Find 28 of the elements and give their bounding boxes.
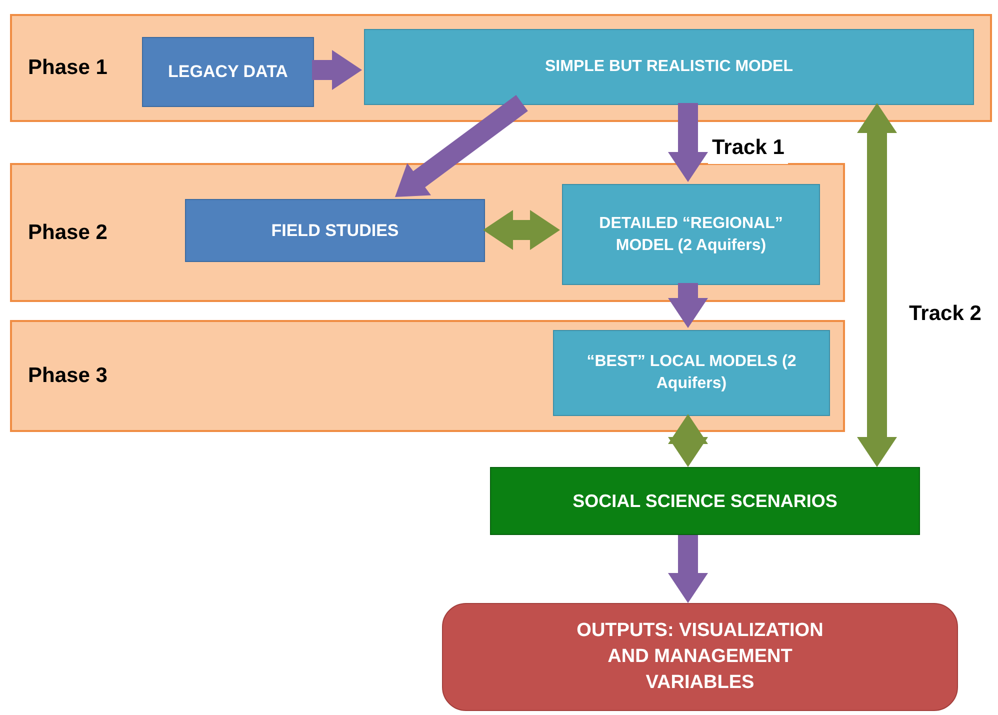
box-label: SOCIAL SCIENCE SCENARIOS: [572, 490, 838, 512]
arrow: [312, 50, 362, 90]
phase-band: [10, 163, 845, 302]
box-label: SIMPLE BUT REALISTIC MODEL: [545, 57, 793, 77]
model-box: [562, 184, 820, 285]
phase-label: Phase 3: [28, 363, 108, 390]
box-label: FIELD STUDIES: [271, 220, 399, 242]
output-box: [442, 603, 958, 711]
arrow: [668, 535, 708, 603]
arrow: [668, 103, 708, 182]
model-box: [364, 29, 974, 105]
box-label: LEGACY DATA: [168, 61, 288, 84]
phase-label: Phase 2: [28, 220, 108, 246]
process-box: [185, 199, 485, 262]
box-label: DETAILED “REGIONAL” MODEL (2 Aquifers): [598, 214, 784, 256]
arrow: [483, 210, 560, 250]
arrow: [668, 283, 708, 328]
arrow: [395, 95, 528, 197]
model-box: [553, 330, 830, 416]
phase-band: [10, 320, 845, 432]
arrow: [668, 414, 708, 467]
phase-label: Phase 1: [28, 55, 108, 82]
phase-band: [10, 14, 992, 122]
box-label: OUTPUTS: VISUALIZATION AND MANAGEMENT VARIABLES: [576, 618, 824, 696]
scenario-box: [490, 467, 920, 535]
arrow: [857, 103, 897, 467]
process-box: [142, 37, 314, 107]
box-label: “BEST” LOCAL MODELS (2 Aquifers): [586, 352, 798, 394]
